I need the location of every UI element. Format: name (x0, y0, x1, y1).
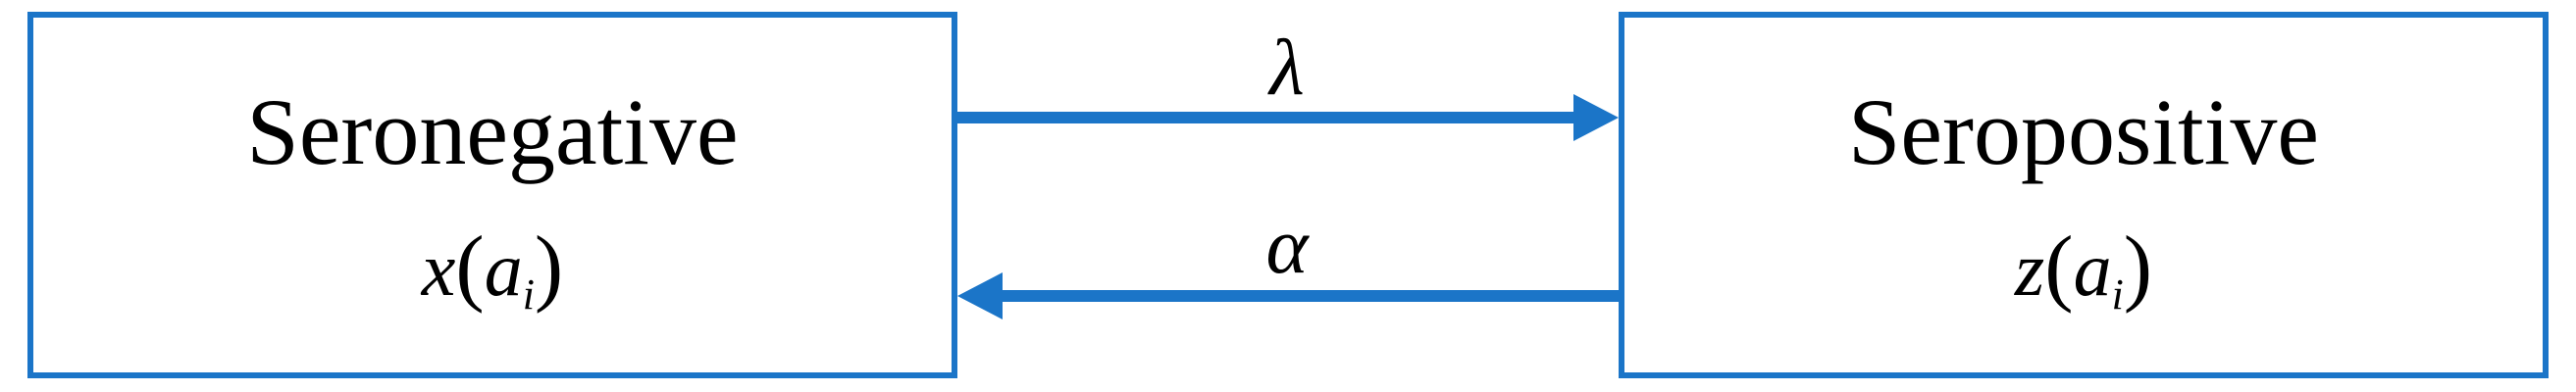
seronegative-box: Seronegative x(ai) (27, 12, 957, 378)
close-paren: ) (534, 220, 564, 315)
seronegative-var-func: x (421, 226, 456, 312)
seronegative-var-arg: a (484, 226, 523, 312)
backward-arrowhead (957, 272, 1003, 319)
alpha-rate-label: α (1265, 201, 1309, 290)
seronegative-var-sub: i (522, 270, 535, 318)
seropositive-variable: z(ai) (1624, 223, 2543, 339)
seronegative-title: Seronegative (246, 79, 739, 184)
seropositive-var-func: z (2014, 226, 2045, 312)
open-paren: ( (455, 220, 485, 315)
seropositive-box: Seropositive z(ai) (1619, 12, 2549, 378)
lambda-rate-label: λ (1269, 23, 1305, 112)
forward-arrowhead (1573, 94, 1619, 141)
seropositive-var-sub: i (2111, 270, 2124, 318)
seronegative-variable: x(ai) (33, 223, 952, 339)
seropositive-var-arg: a (2073, 226, 2112, 312)
seropositive-title: Seropositive (1848, 79, 2319, 184)
open-paren: ( (2044, 220, 2074, 315)
close-paren: ) (2123, 220, 2153, 315)
